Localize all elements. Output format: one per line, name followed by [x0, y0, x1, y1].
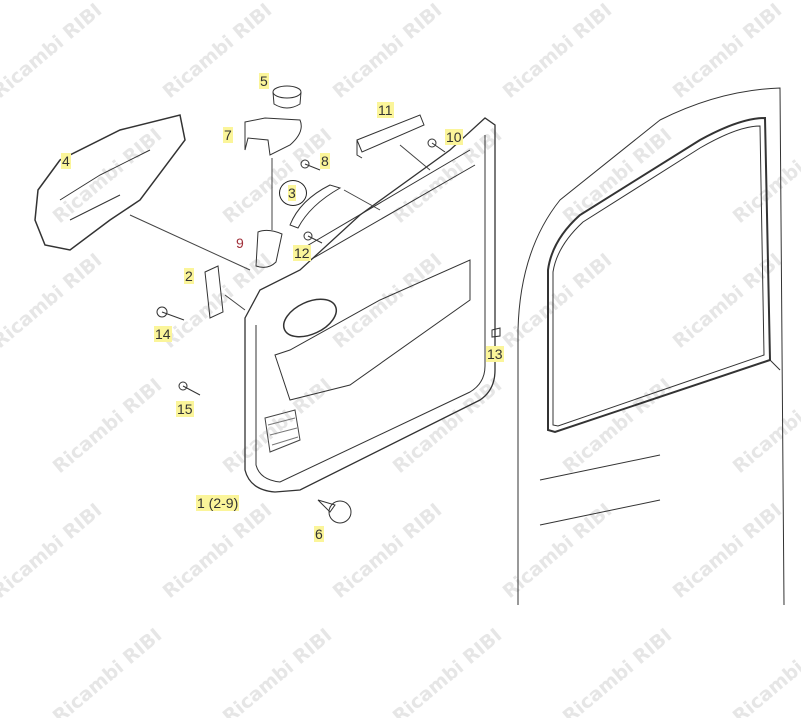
callout-4[interactable]: 4	[61, 153, 71, 169]
callout-2[interactable]: 2	[184, 268, 194, 284]
door-trim-panel	[244, 117, 496, 493]
door-window	[547, 116, 772, 434]
callout-14[interactable]: 14	[154, 326, 172, 342]
clip-13	[491, 327, 501, 338]
callout-12[interactable]: 12	[293, 245, 311, 261]
part-3-grip	[289, 184, 342, 229]
callout-8[interactable]: 8	[320, 153, 330, 169]
callout-3[interactable]: 3	[287, 185, 297, 201]
screw-15	[182, 385, 201, 396]
door-frame	[517, 87, 785, 606]
part-4-handle	[34, 114, 186, 251]
part-9-tube	[255, 229, 283, 268]
callout-7[interactable]: 7	[223, 127, 233, 143]
callout-10[interactable]: 10	[445, 129, 463, 145]
callout-6[interactable]: 6	[314, 526, 324, 542]
callout-3-circle	[279, 180, 307, 206]
callout-11[interactable]: 11	[377, 102, 394, 118]
callout-3-text: 3	[288, 185, 296, 201]
screw-10	[431, 142, 446, 153]
part-7-cover	[244, 117, 302, 156]
callout-15[interactable]: 15	[176, 401, 194, 417]
screw-8	[304, 163, 321, 171]
callout-9[interactable]: 9	[236, 235, 244, 251]
part-2-pad	[204, 265, 224, 319]
callout-5[interactable]: 5	[259, 73, 269, 89]
part-11-strip	[356, 114, 425, 159]
screw-14	[161, 311, 185, 321]
clip-6	[317, 499, 336, 513]
callout-1[interactable]: 1 (2-9)	[196, 495, 240, 511]
callout-13[interactable]: 13	[486, 346, 504, 362]
screw-12	[307, 235, 323, 244]
